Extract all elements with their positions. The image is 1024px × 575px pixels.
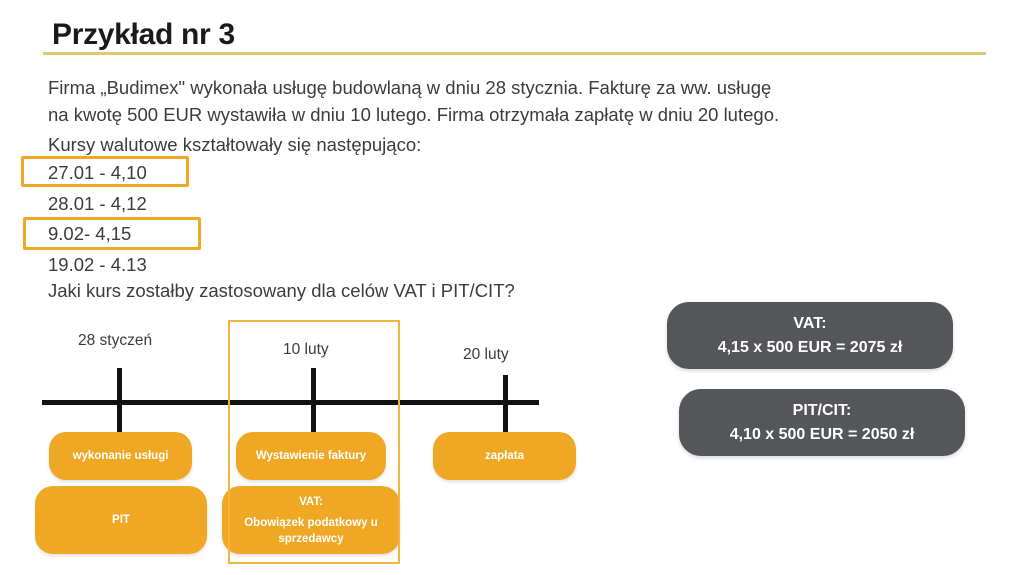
timeline-date-label-1: 28 styczeń bbox=[78, 332, 153, 349]
exchange-rate-item-4: 19.02 - 4.13 bbox=[48, 254, 147, 275]
event-pill-invoice-issued: Wystawienie faktury bbox=[236, 432, 386, 480]
page-title: Przykład nr 3 bbox=[52, 18, 235, 51]
tax-pill-pit: PIT bbox=[35, 486, 207, 554]
tax-pill-vat-title: VAT: bbox=[299, 495, 323, 508]
event-pill-label: wykonanie usługi bbox=[72, 450, 169, 462]
timeline-date-label-3: 20 luty bbox=[463, 346, 509, 363]
event-pill-label: zapłata bbox=[485, 450, 524, 462]
tax-pill-vat-body: Obowiązek podatkowy u sprzedawcy bbox=[244, 516, 378, 545]
answer-box-value: 4,10 x 500 EUR = 2050 zł bbox=[729, 425, 915, 443]
tax-pill-vat: VAT: Obowiązek podatkowy u sprzedawcy bbox=[222, 486, 400, 554]
timeline-tick-3 bbox=[503, 375, 508, 438]
timeline-axis bbox=[42, 400, 539, 405]
answer-box-vat: VAT: 4,15 x 500 EUR = 2075 zł bbox=[667, 302, 953, 369]
timeline-date-label-2: 10 luty bbox=[283, 341, 329, 358]
body-paragraph-line-3: Kursy walutowe kształtowały się następuj… bbox=[48, 134, 422, 155]
event-pill-payment: zapłata bbox=[433, 432, 576, 480]
answer-box-title: PIT/CIT: bbox=[792, 401, 852, 419]
body-paragraph-line-1: Firma „Budimex" wykonała usługę budowlan… bbox=[48, 77, 772, 98]
timeline-tick-1 bbox=[117, 368, 122, 438]
question-text: Jaki kurs zostałby zastosowany dla celów… bbox=[48, 280, 515, 301]
answer-box-title: VAT: bbox=[793, 314, 827, 332]
answer-box-value: 4,15 x 500 EUR = 2075 zł bbox=[717, 338, 903, 356]
answer-box-pit-cit: PIT/CIT: 4,10 x 500 EUR = 2050 zł bbox=[679, 389, 965, 456]
exchange-rate-item-3: 9.02- 4,15 bbox=[48, 223, 132, 244]
tax-pill-label: PIT bbox=[112, 514, 130, 526]
event-pill-label: Wystawienie faktury bbox=[255, 450, 367, 462]
exchange-rate-item-1: 27.01 - 4,10 bbox=[48, 162, 147, 183]
event-pill-service-performed: wykonanie usługi bbox=[49, 432, 192, 480]
title-underline-rule bbox=[43, 52, 986, 55]
timeline-tick-2 bbox=[311, 368, 316, 438]
exchange-rate-item-2: 28.01 - 4,12 bbox=[48, 193, 147, 214]
body-paragraph-line-2: na kwotę 500 EUR wystawiła w dniu 10 lut… bbox=[48, 104, 780, 125]
tax-pill-vat-content: VAT: Obowiązek podatkowy u sprzedawcy bbox=[222, 494, 400, 547]
